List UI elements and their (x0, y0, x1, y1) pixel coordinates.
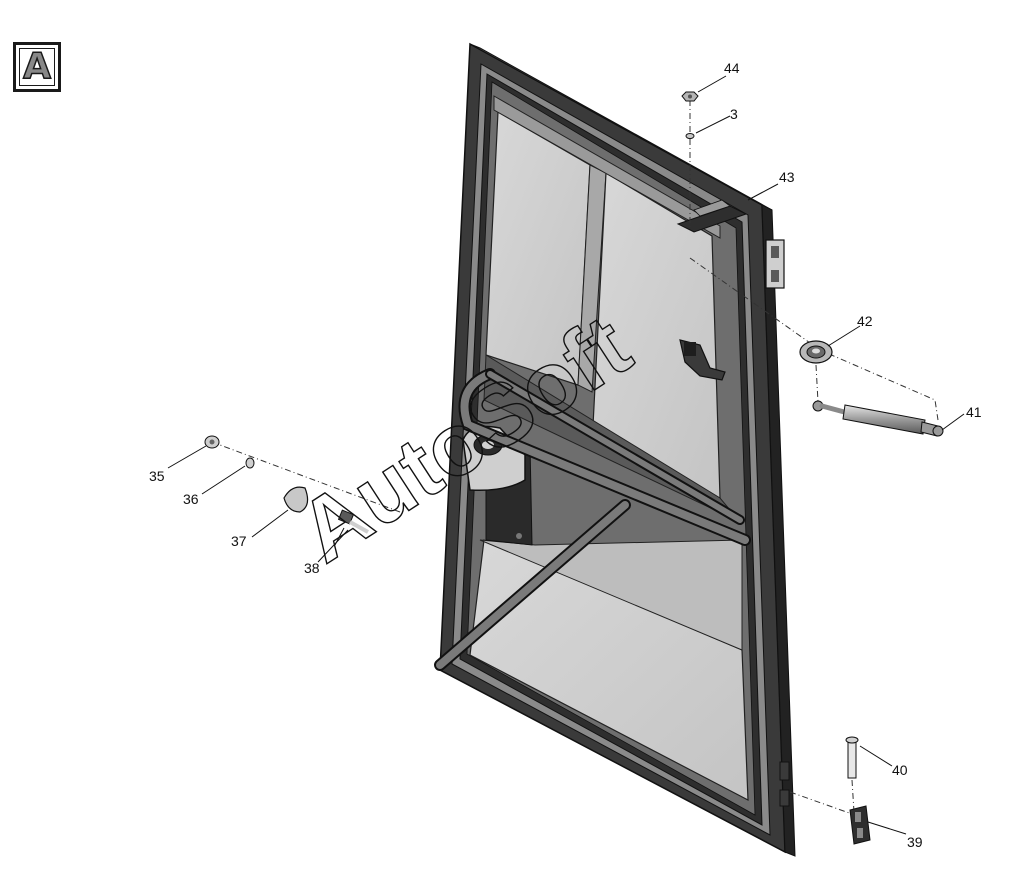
upper-hinge (765, 239, 785, 289)
callout-38: 38 (304, 560, 320, 576)
lower-hinges (779, 761, 790, 807)
callout-41: 41 (966, 404, 982, 420)
grab-handle-bar (434, 368, 751, 671)
callout-36: 36 (183, 491, 199, 507)
hinge-pin-part (845, 736, 859, 779)
view-label-letter: A (22, 46, 51, 87)
nut-part (681, 91, 699, 102)
hinge-block-part (849, 805, 871, 845)
callout-42: 42 (857, 313, 873, 329)
handle-washer-part (245, 457, 255, 469)
callout-37: 37 (231, 533, 247, 549)
latch-cam-part (283, 486, 309, 513)
grommet-part (799, 340, 833, 364)
callout-39: 39 (907, 834, 923, 850)
callout-3: 3 (730, 106, 738, 122)
strut-upper-bracket (676, 199, 748, 233)
handle-nut-part (204, 435, 220, 449)
view-label-badge: A (13, 42, 61, 92)
latch-bolt-part (334, 509, 369, 546)
callout-43: 43 (779, 169, 795, 185)
callout-40: 40 (892, 762, 908, 778)
callout-leaders (167, 75, 965, 835)
assembly-guide-lines (211, 100, 939, 816)
inner-latch-lever (679, 339, 726, 381)
gas-strut-part (812, 400, 944, 437)
callout-44: 44 (724, 60, 740, 76)
washer-part (685, 133, 695, 139)
cab-door (439, 42, 796, 857)
callout-35: 35 (149, 468, 165, 484)
